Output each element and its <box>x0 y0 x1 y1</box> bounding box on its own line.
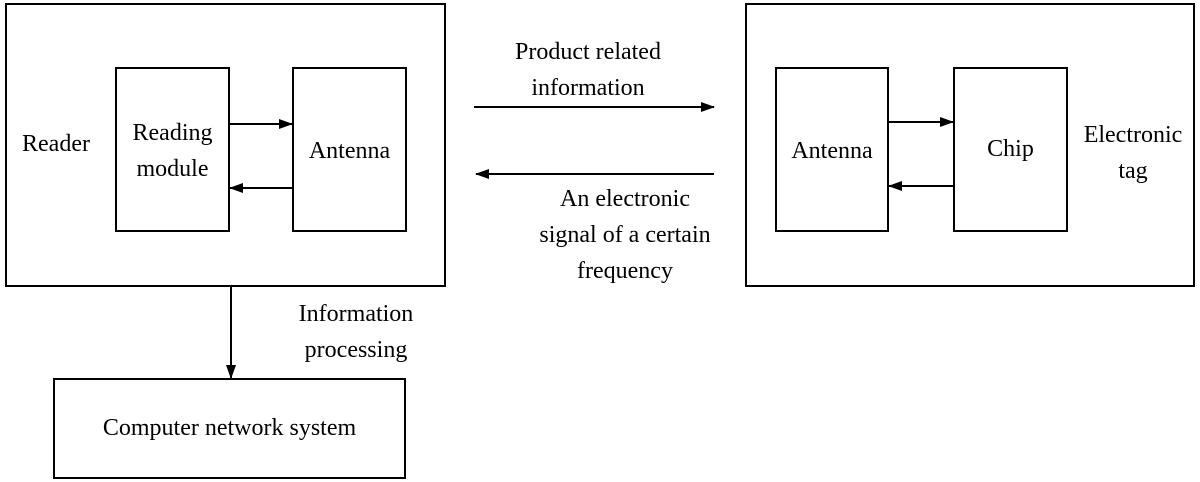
forward-link-label: Product related information <box>478 34 698 106</box>
down-link-line1: Information <box>298 301 414 327</box>
reading-module-box <box>115 67 230 232</box>
forward-link-line2: information <box>531 75 645 101</box>
backward-link-line2: signal of a certain <box>539 222 711 248</box>
reading-module-label: Reading module <box>115 115 230 187</box>
down-link-line2: processing <box>304 337 408 363</box>
tag-antenna-label: Antenna <box>791 138 873 164</box>
reading-module-line2: module <box>136 156 209 182</box>
reader-antenna-label: Antenna <box>308 138 391 164</box>
electronic-tag-label: Electronic tag <box>1068 117 1198 189</box>
forward-link-line1: Product related <box>515 39 661 65</box>
backward-link-line3: frequency <box>577 258 673 284</box>
electronic-tag-line1: Electronic <box>1083 122 1183 148</box>
reader-box <box>5 3 446 287</box>
down-link-label: Information processing <box>276 296 436 368</box>
backward-link-line1: An electronic <box>560 186 690 212</box>
computer-network-label: Computer network system <box>102 415 357 441</box>
reader-label: Reader <box>22 131 90 157</box>
chip-box <box>953 67 1068 232</box>
reading-module-line1: Reading <box>132 120 213 146</box>
chip-label: Chip <box>987 136 1034 162</box>
reader-antenna-box <box>292 67 407 232</box>
backward-link-label: An electronic signal of a certain freque… <box>510 181 740 289</box>
computer-box <box>53 378 406 479</box>
electronic-tag-line2: tag <box>1118 158 1148 184</box>
tag-antenna-box <box>775 67 889 232</box>
tag-box <box>745 3 1195 287</box>
